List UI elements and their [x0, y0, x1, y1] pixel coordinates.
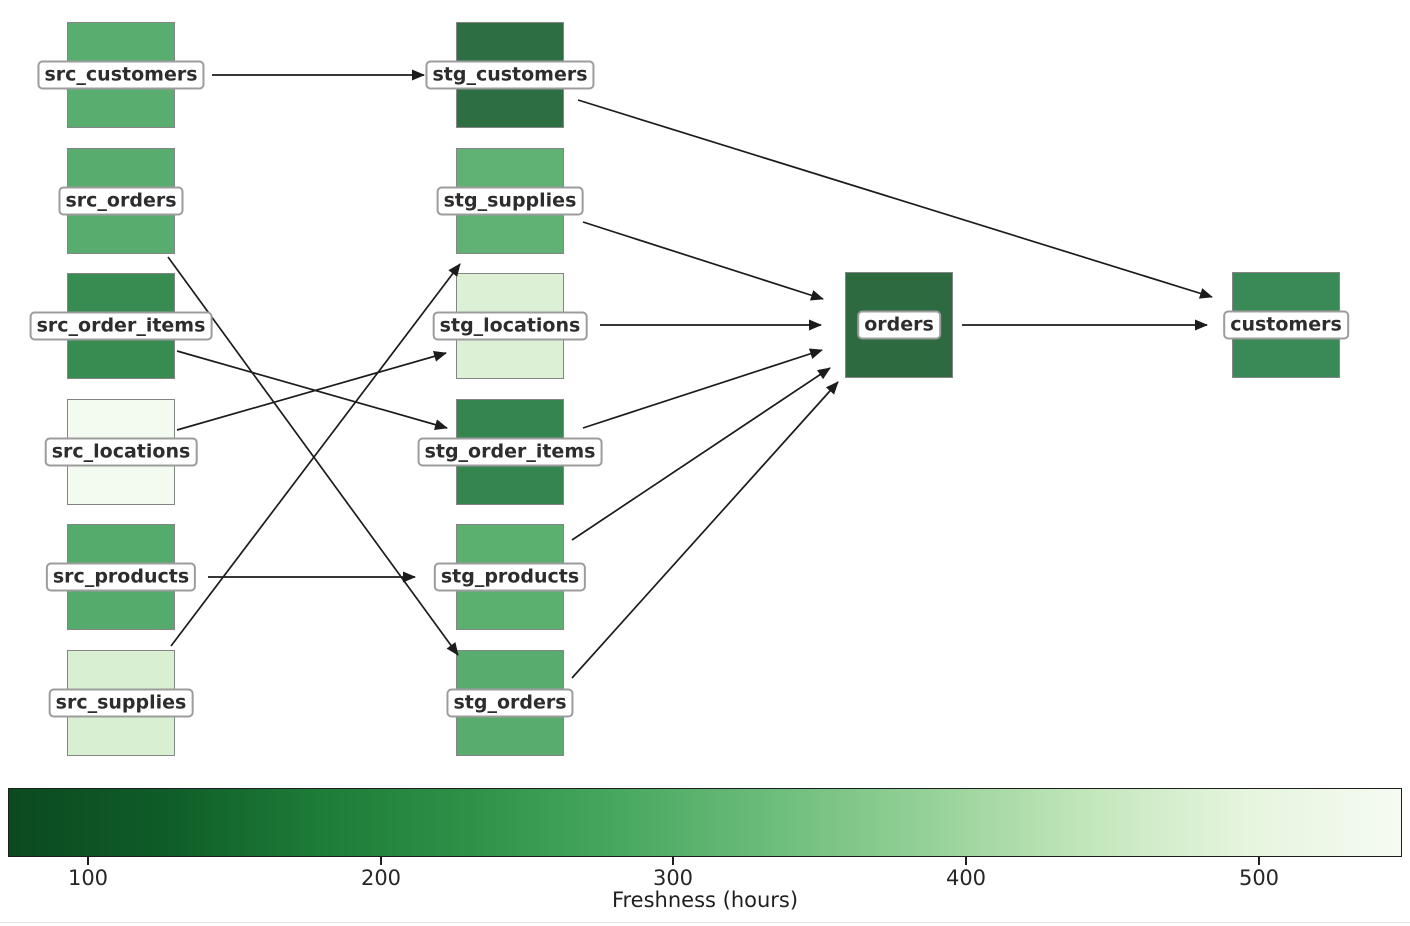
edge-src_order_items-to-stg_order_items	[176, 350, 448, 430]
node-label-src_products: src_products	[45, 562, 197, 592]
node-label-stg_customers: stg_customers	[425, 60, 595, 90]
node-label-stg_orders: stg_orders	[446, 688, 574, 718]
edges-layer	[167, 69, 1213, 679]
node-label-src_orders: src_orders	[58, 186, 184, 216]
edge-src_supplies-to-stg_supplies	[170, 263, 461, 647]
colorbar-tick-label: 500	[1238, 866, 1280, 890]
node-label-src_locations: src_locations	[44, 437, 198, 467]
colorbar	[8, 788, 1402, 857]
colorbar-tick-label: 300	[652, 866, 694, 890]
node-label-stg_locations: stg_locations	[432, 311, 588, 341]
edge-src_locations-to-stg_locations	[176, 351, 447, 431]
bottom-divider	[0, 922, 1410, 923]
edge-stg_order_items-to-orders	[582, 348, 823, 429]
node-label-src_customers: src_customers	[37, 60, 205, 90]
node-label-stg_order_items: stg_order_items	[417, 437, 603, 467]
colorbar-tick-label: 100	[67, 866, 109, 890]
edge-stg_customers-to-customers	[577, 99, 1213, 299]
colorbar-tick	[965, 857, 967, 865]
edge-stg_products-to-orders	[571, 367, 831, 541]
node-label-stg_products: stg_products	[433, 562, 587, 592]
node-label-orders: orders	[857, 310, 941, 340]
colorbar-tick	[672, 857, 674, 865]
node-label-stg_supplies: stg_supplies	[436, 186, 584, 216]
edge-stg_orders-to-orders	[571, 381, 839, 679]
node-label-customers: customers	[1223, 310, 1349, 340]
edge-stg_supplies-to-orders	[582, 221, 824, 301]
node-label-src_supplies: src_supplies	[48, 688, 194, 718]
colorbar-tick	[380, 857, 382, 865]
colorbar-tick	[87, 857, 89, 865]
colorbar-tick-label: 200	[360, 866, 402, 890]
edge-src_orders-to-stg_orders	[167, 256, 459, 656]
colorbar-axis-label: Freshness (hours)	[611, 888, 799, 912]
colorbar-tick	[1258, 857, 1260, 865]
node-label-src_order_items: src_order_items	[29, 311, 213, 341]
colorbar-tick-label: 400	[945, 866, 987, 890]
